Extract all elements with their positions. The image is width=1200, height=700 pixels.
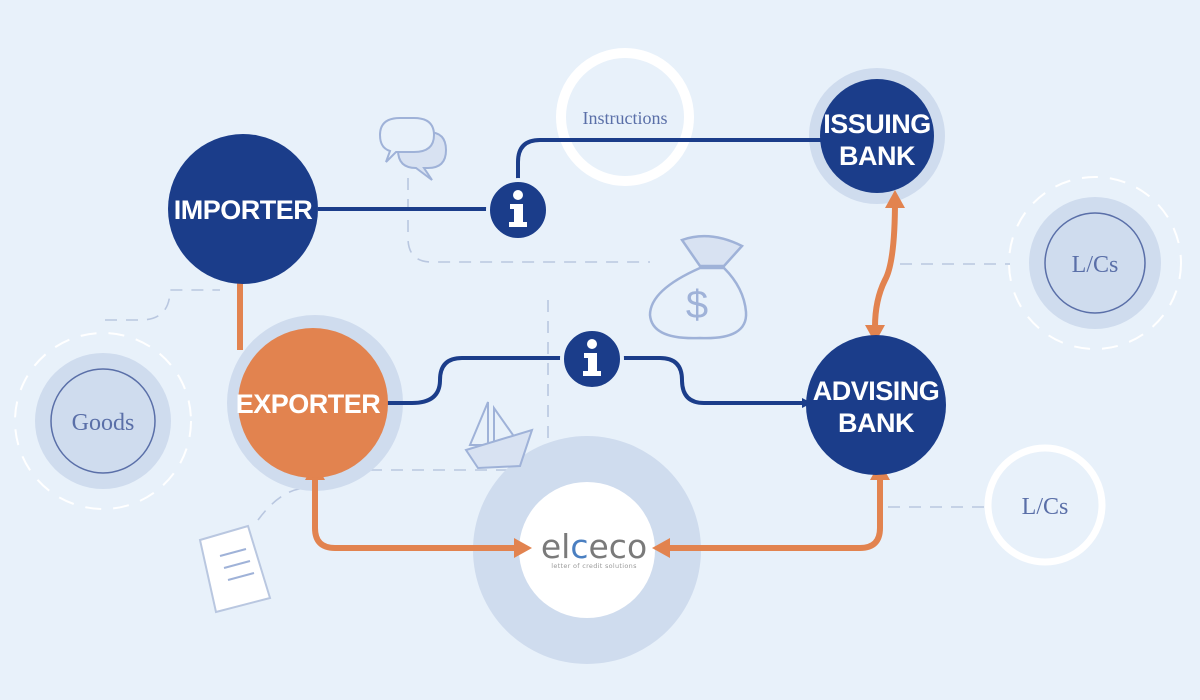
lcs-bottom-label: L/Cs [1022,494,1069,520]
advising-bank-label-line1: ADVISING [813,376,940,406]
advising-bank-node: ADVISING BANK [806,335,946,475]
speech-bubbles-icon [378,117,448,181]
elceco-logo: elceco letter of credit solutions [541,527,647,570]
issuing-bank-label-line2: BANK [839,141,916,171]
orange-connectors [237,199,898,551]
lcs-badge-bottom: L/Cs [984,444,1106,566]
goods-label: Goods [72,410,135,436]
logo-name-prefix: el [541,527,570,566]
logo-tagline: letter of credit solutions [551,562,637,570]
instructions-ring [556,48,694,186]
issuing-bank-label-line1: ISSUING [823,109,931,139]
importer-to-issuing-connector [318,135,842,211]
importer-label: IMPORTER [174,195,313,225]
exporter-node: EXPORTER [236,328,388,478]
advising-bank-label-line2: BANK [838,408,915,438]
svg-text:elceco: elceco [541,527,647,566]
logo-disc [519,482,655,618]
money-bag-icon: $ [648,234,748,340]
goods-badge: Goods [14,332,192,510]
issuing-bank-node: ISSUING BANK [820,79,934,193]
info-icon [486,178,550,242]
exporter-label: EXPORTER [236,389,381,419]
document-icon [198,524,272,614]
instructions-label: Instructions [583,108,668,128]
lcs-top-label: L/Cs [1072,252,1119,278]
svg-text:$: $ [686,283,708,327]
importer-node: IMPORTER [168,134,318,284]
lcs-badge-top: L/Cs [1008,176,1182,350]
logo-name-accent: c [570,527,588,566]
sailboat-icon [464,401,534,470]
logo-name-suffix: eco [589,527,648,566]
info-icon [560,327,624,391]
